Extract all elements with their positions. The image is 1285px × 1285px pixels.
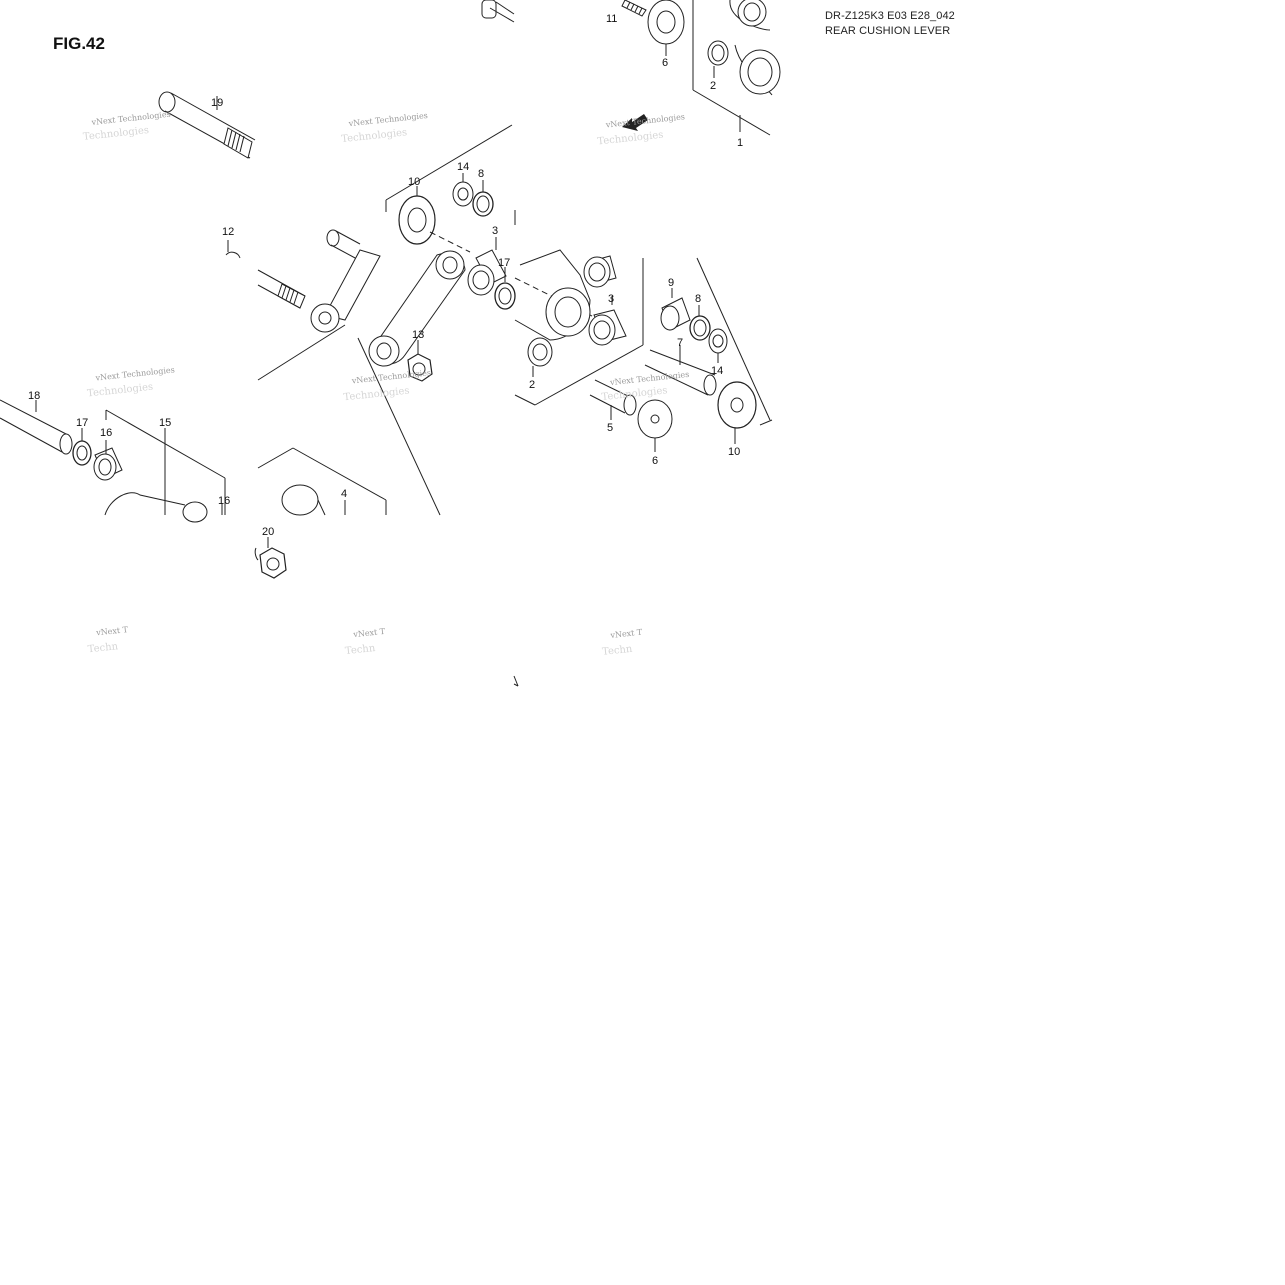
watermark-text: vNext Technologies	[609, 370, 690, 387]
watermark-text: vNext Technologies	[604, 112, 685, 129]
bearing-3-upper-right	[583, 255, 617, 288]
callout-3b: 3	[608, 293, 614, 305]
bolt-top-partial	[481, 0, 515, 23]
callout-11: 11	[606, 13, 617, 25]
callout-8: 8	[478, 168, 484, 180]
bearing-3-upper	[467, 237, 507, 296]
bolt-11-threads	[621, 0, 647, 17]
lever-housing	[514, 210, 644, 406]
watermark-text-faint: Technologies	[343, 386, 410, 404]
callout-15: 15	[159, 417, 171, 429]
pin-5	[589, 379, 637, 420]
pin-7	[644, 345, 717, 396]
callout-5: 5	[607, 422, 613, 434]
callouts: 11 6 2 1 19 14 8 10 12 3 17 3 9 8 13 7 1…	[28, 13, 743, 538]
figure-label: FIG.42	[53, 34, 105, 53]
axis-dashed-line-upper	[429, 231, 601, 321]
bearing-2-top	[707, 40, 729, 78]
washer-10-lower	[717, 381, 757, 444]
bearing-16-lower	[93, 440, 123, 481]
lever-15	[104, 409, 226, 523]
callout-14b: 14	[711, 365, 723, 377]
watermark-text-faint: Technologies	[83, 125, 150, 143]
watermark-text: vNext T	[609, 628, 643, 640]
center-group-box	[257, 124, 513, 381]
shaft-18	[0, 399, 73, 455]
callout-7: 7	[677, 337, 683, 349]
watermark-text: vNext Technologies	[347, 111, 428, 128]
callout-1: 1	[737, 137, 743, 149]
seal-17-lower	[72, 428, 92, 466]
callout-4: 4	[341, 488, 347, 500]
small-arrow-mark	[513, 675, 519, 687]
callout-2b: 2	[529, 379, 535, 391]
bearing-3-lower	[588, 296, 627, 346]
watermark-text-faint: Technologies	[341, 127, 408, 145]
lever-1-outline	[692, 0, 781, 136]
callout-18: 18	[28, 390, 40, 402]
callout-10: 10	[408, 176, 420, 188]
shaft-12	[257, 269, 306, 309]
figure-code: DR-Z125K3 E03 E28_042	[825, 10, 955, 22]
seal-14-upper	[452, 173, 474, 207]
watermark-text: vNext T	[352, 627, 386, 639]
cushion-rod-main	[357, 250, 466, 516]
spacer-9	[660, 288, 691, 331]
bracket-4	[257, 447, 387, 516]
watermark-text-faint: Techn	[345, 643, 377, 657]
watermark-text-faint: Technologies	[87, 382, 154, 400]
callout-3: 3	[492, 225, 498, 237]
callout-17b: 17	[76, 417, 88, 429]
rod-12-bolt	[225, 229, 381, 333]
watermark-text: vNext Technologies	[94, 365, 175, 382]
callout-6: 6	[662, 57, 668, 69]
right-group-box	[696, 257, 773, 426]
callout-8b: 8	[695, 293, 701, 305]
callout-9: 9	[668, 277, 674, 289]
callout-13: 13	[412, 329, 424, 341]
bolt-19	[158, 91, 256, 159]
callout-19: 19	[211, 97, 223, 109]
washer-10-upper	[398, 186, 436, 245]
watermark-text-faint: Technologies	[597, 130, 664, 148]
callout-6b: 6	[652, 455, 658, 467]
watermark-text: vNext Technologies	[350, 368, 431, 385]
seal-8-right	[689, 305, 711, 341]
callout-10b: 10	[728, 446, 740, 458]
watermark-text-faint: Techn	[87, 641, 119, 655]
figure-name: REAR CUSHION LEVER	[825, 25, 951, 37]
watermarks: vNext Technologies Technologies vNext Te…	[83, 110, 690, 658]
bearing-2-lower	[527, 337, 553, 377]
callout-2: 2	[710, 80, 716, 92]
callout-16: 16	[100, 427, 112, 439]
nut-20	[254, 537, 287, 579]
callout-12: 12	[222, 226, 234, 238]
watermark-text: vNext T	[95, 625, 129, 637]
washer-6-top	[647, 0, 685, 56]
forward-arrow-icon	[622, 114, 648, 131]
watermark-text: vNext Technologies	[90, 110, 171, 127]
callout-20: 20	[262, 526, 274, 538]
callout-16b: 16	[218, 495, 230, 507]
washer-6-lower	[637, 399, 673, 452]
seal-8-upper	[472, 180, 494, 217]
callout-17: 17	[498, 257, 510, 269]
nut-13	[407, 340, 433, 382]
callout-14: 14	[457, 161, 469, 173]
watermark-text-faint: Techn	[602, 644, 634, 658]
seal-14-right	[708, 328, 728, 363]
seal-17-middle	[494, 267, 516, 310]
